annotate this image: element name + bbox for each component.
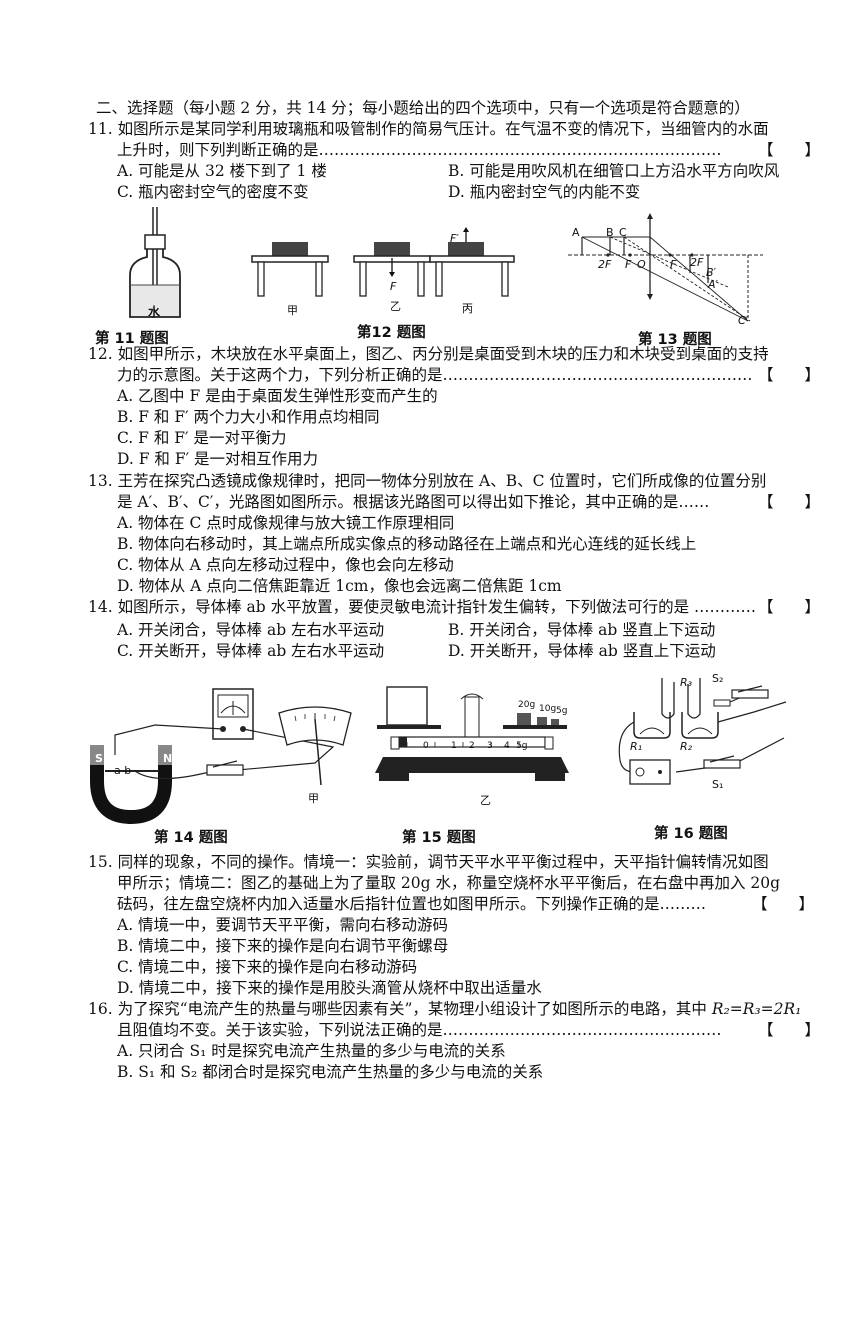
q12-option-c[interactable]: C. F 和 F′ 是一对平衡力 bbox=[117, 429, 287, 447]
fig15-scale-4: 4 bbox=[504, 741, 510, 751]
fig12-label-bing: 丙 bbox=[462, 302, 473, 315]
q12-stem-line1: 12. 如图甲所示，木块放在水平桌面上，图乙、丙分别是桌面受到木块的压力和木块受… bbox=[88, 345, 769, 363]
fig16-circuit-diagram bbox=[618, 678, 787, 785]
q14-option-c[interactable]: C. 开关断开，导体棒 ab 左右水平运动 bbox=[117, 642, 385, 660]
fig15-sub-label-jia: 甲 bbox=[308, 792, 319, 805]
q16-resistor-relation: R₂=R₃=2R₁ bbox=[711, 1000, 802, 1018]
q13-answer-bracket[interactable]: 【 】 bbox=[758, 493, 821, 511]
fig15-weight-20g: 20g bbox=[518, 700, 536, 710]
fig15-balance-diagram bbox=[375, 686, 569, 781]
q13-option-d[interactable]: D. 物体从 A 点向二倍焦距靠近 1cm，像也会远离二倍焦距 1cm bbox=[117, 577, 562, 595]
fig16-caption: 第 16 题图 bbox=[654, 826, 728, 842]
fig16-label-s1: S₁ bbox=[712, 778, 724, 791]
fig14-magnet-n: N bbox=[163, 752, 173, 765]
fig12-label-yi: 乙 bbox=[390, 300, 401, 313]
fig13-label-cprime: C′ bbox=[738, 314, 749, 327]
fig13-label-2f-left: 2F bbox=[598, 258, 612, 271]
q14-answer-bracket[interactable]: 【 】 bbox=[758, 598, 821, 616]
fig12-force-f-label: F bbox=[390, 280, 397, 293]
fig13-label-a: A bbox=[572, 226, 580, 239]
q11-option-c[interactable]: C. 瓶内密封空气的密度不变 bbox=[117, 183, 309, 201]
fig13-label-f-right: F bbox=[670, 258, 677, 271]
fig13-label-bprime: B′ bbox=[706, 266, 717, 279]
q12-option-d[interactable]: D. F 和 F′ 是一对相互作用力 bbox=[117, 450, 319, 468]
fig12-table-diagrams bbox=[251, 227, 515, 297]
fig13-label-b: B bbox=[606, 226, 614, 239]
q13-option-b[interactable]: B. 物体向右移动时，其上端点所成实像点的移动路径在上端点和光心连线的延长线上 bbox=[117, 535, 697, 553]
fig15-weight-5g: 5g bbox=[556, 706, 568, 716]
q14-stem-line1: 14. 如图所示，导体棒 ab 水平放置，要使灵敏电流计指针发生偏转，下列做法可… bbox=[88, 598, 757, 616]
fig15-scale-3: 3 bbox=[487, 741, 493, 751]
q15-option-b[interactable]: B. 情境二中，接下来的操作是向右调节平衡螺母 bbox=[117, 937, 449, 955]
fig12-force-fprime-label: F′ bbox=[450, 232, 459, 245]
fig15-weight-10g: 10g bbox=[539, 704, 557, 714]
fig11-caption: 第 11 题图 bbox=[95, 331, 169, 347]
q14-option-a[interactable]: A. 开关闭合，导体棒 ab 左右水平运动 bbox=[117, 621, 385, 639]
q13-stem-line1: 13. 王芳在探究凸透镜成像规律时，把同一物体分别放在 A、B、C 位置时，它们… bbox=[88, 472, 767, 490]
q16-answer-bracket[interactable]: 【 】 bbox=[758, 1021, 821, 1039]
q11-option-d[interactable]: D. 瓶内密封空气的内能不变 bbox=[448, 183, 641, 201]
fig13-label-o: O bbox=[637, 258, 646, 271]
fig14-magnet-s: S bbox=[95, 752, 103, 765]
q11-answer-bracket[interactable]: 【 】 bbox=[758, 141, 821, 159]
q11-stem-line2: 上升时，则下列判断正确的是…………………………………………………………………… bbox=[117, 141, 722, 159]
q13-option-c[interactable]: C. 物体从 A 点向左移动过程中，像也会向左移动 bbox=[117, 556, 454, 574]
q16-stem-line1-text: 16. 为了探究“电流产生的热量与哪些因素有关”，某物理小组设计了如图所示的电路… bbox=[88, 1000, 712, 1018]
q16-option-b[interactable]: B. S₁ 和 S₂ 都闭合时是探究电流产生热量的多少与电流的关系 bbox=[117, 1063, 544, 1081]
fig15-scale-1: 1 bbox=[451, 741, 457, 751]
q12-option-a[interactable]: A. 乙图中 F 是由于桌面发生弹性形变而产生的 bbox=[117, 387, 438, 405]
fig13-lens-ray-diagram bbox=[568, 213, 763, 322]
fig16-label-s2: S₂ bbox=[712, 672, 724, 685]
q15-answer-bracket[interactable]: 【 】 bbox=[752, 895, 815, 913]
q15-stem-line1: 15. 同样的现象，不同的操作。情境一：实验前，调节天平水平平衡过程中，天平指针… bbox=[88, 853, 769, 871]
q13-stem-line2: 是 A′、B′、C′，光路图如图所示。根据该光路图可以得出如下推论，其中正确的是… bbox=[117, 493, 710, 511]
q12-option-b[interactable]: B. F 和 F′ 两个力大小和作用点均相同 bbox=[117, 408, 380, 426]
fig13-label-2f-right: 2F bbox=[690, 256, 704, 269]
q12-answer-bracket[interactable]: 【 】 bbox=[758, 366, 821, 384]
fig15-scale-5g: 5g bbox=[516, 741, 528, 751]
fig15-sub-label-yi: 乙 bbox=[480, 794, 491, 807]
fig16-label-r2: R₂ bbox=[680, 740, 693, 753]
section-title: 二、选择题（每小题 2 分，共 14 分；每小题给出的四个选项中，只有一个选项是… bbox=[96, 99, 750, 117]
fig16-label-r1: R₁ bbox=[630, 740, 643, 753]
fig15-pointer-dial-diagram bbox=[278, 706, 352, 786]
fig16-label-r3: R₃ bbox=[680, 676, 693, 689]
q15-stem-line3: 砝码，往左盘空烧杯内加入适量水后指针位置也如图甲所示。下列操作正确的是……… bbox=[117, 895, 707, 913]
q16-stem-line1: 16. 为了探究“电流产生的热量与哪些因素有关”，某物理小组设计了如图所示的电路… bbox=[88, 999, 801, 1019]
q15-option-d[interactable]: D. 情境二中，接下来的操作是用胶头滴管从烧杯中取出适量水 bbox=[117, 979, 542, 997]
fig12-caption: 第12 题图 bbox=[357, 325, 426, 341]
q12-stem-line2: 力的示意图。关于这两个力，下列分析正确的是…………………………………………………… bbox=[117, 366, 753, 384]
q14-option-d[interactable]: D. 开关断开，导体棒 ab 竖直上下运动 bbox=[448, 642, 716, 660]
fig11-bottle-diagram bbox=[129, 207, 181, 318]
fig15-caption: 第 15 题图 bbox=[402, 830, 476, 846]
fig15-scale-2: 2 bbox=[469, 741, 475, 751]
q11-stem-line1: 11. 如图所示是某同学利用玻璃瓶和吸管制作的简易气压计。在气温不变的情况下，当… bbox=[88, 120, 769, 138]
fig12-label-jia: 甲 bbox=[287, 304, 298, 317]
q16-option-a[interactable]: A. 只闭合 S₁ 时是探究电流产生热量的多少与电流的关系 bbox=[117, 1042, 506, 1060]
fig13-label-c: C bbox=[619, 226, 627, 239]
q11-option-a[interactable]: A. 可能是从 32 楼下到了 1 楼 bbox=[117, 162, 327, 180]
q14-option-b[interactable]: B. 开关闭合，导体棒 ab 竖直上下运动 bbox=[448, 621, 716, 639]
fig15-scale-0: 0 bbox=[423, 741, 429, 751]
q13-option-a[interactable]: A. 物体在 C 点时成像规律与放大镜工作原理相同 bbox=[117, 514, 455, 532]
fig13-label-f-left: F bbox=[625, 258, 632, 271]
fig11-water-label: 水 bbox=[148, 305, 161, 319]
fig14-caption: 第 14 题图 bbox=[154, 830, 228, 846]
q11-option-b[interactable]: B. 可能是用吹风机在细管口上方沿水平方向吹风 bbox=[448, 162, 780, 180]
q15-option-a[interactable]: A. 情境一中，要调节天平平衡，需向右移动游码 bbox=[117, 916, 449, 934]
fig13-caption: 第 13 题图 bbox=[638, 332, 712, 348]
q15-option-c[interactable]: C. 情境二中，接下来的操作是向右移动游码 bbox=[117, 958, 418, 976]
q16-stem-line2: 且阻值均不变。关于该实验，下列说法正确的是……………………………………………… bbox=[117, 1021, 722, 1039]
fig14-rod-label: a b bbox=[114, 764, 132, 777]
fig13-label-aprime: A′ bbox=[708, 278, 719, 291]
fig14-galvanometer-diagram bbox=[90, 688, 335, 825]
q15-stem-line2: 甲所示；情境二：图乙的基础上为了量取 20g 水，称量空烧杯水平平衡后，在右盘中… bbox=[117, 874, 781, 892]
